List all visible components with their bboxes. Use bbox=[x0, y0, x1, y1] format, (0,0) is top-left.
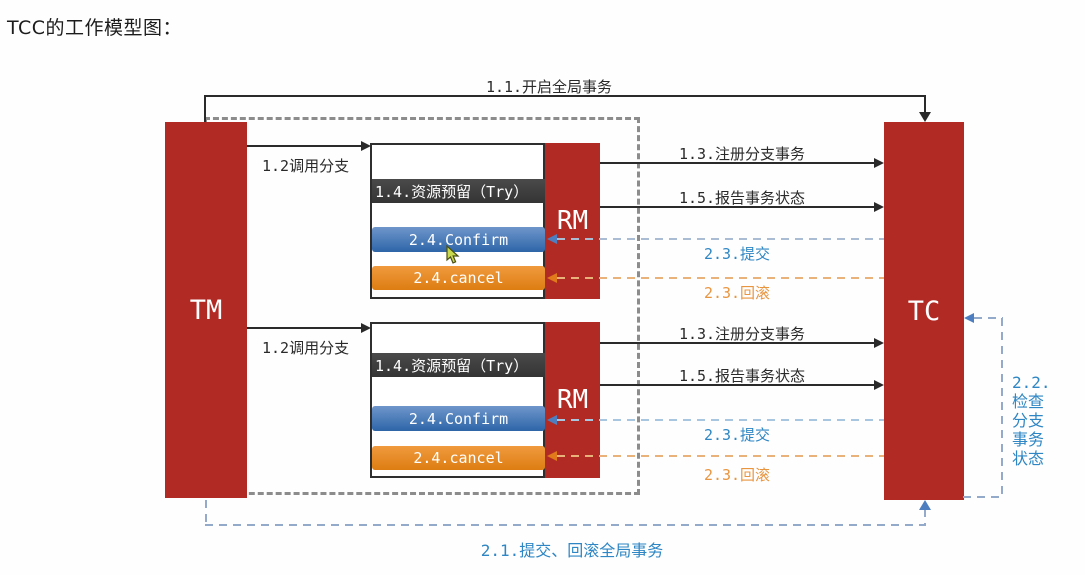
global-commit-line bbox=[205, 524, 926, 526]
call-branch-line-2 bbox=[247, 327, 363, 329]
check-status-line-bottom bbox=[963, 496, 1003, 498]
register-branch-label-1: 1.3.注册分支事务 bbox=[678, 145, 806, 163]
rm-label-1: RM bbox=[556, 206, 589, 236]
call-branch-line-1 bbox=[247, 145, 363, 147]
tm-label: TM bbox=[189, 294, 223, 326]
check-status-line-vertical bbox=[1001, 318, 1003, 498]
rollback-arrowhead-1-icon bbox=[547, 273, 557, 283]
rollback-label-2: 2.3.回滚 bbox=[703, 466, 771, 484]
tc-node: TC bbox=[884, 122, 964, 500]
register-branch-arrowhead-2-icon bbox=[874, 338, 884, 348]
report-status-arrowhead-2-icon bbox=[874, 380, 884, 390]
try-step-bar-2: 1.4.资源预留（Try） bbox=[372, 353, 545, 377]
mouse-cursor-icon bbox=[446, 245, 460, 264]
call-branch-label-1: 1.2调用分支 bbox=[262, 157, 350, 175]
report-status-label-1: 1.5.报告事务状态 bbox=[678, 189, 806, 207]
register-branch-line-2 bbox=[600, 342, 876, 344]
global-commit-label: 2.1.提交、回滚全局事务 bbox=[480, 541, 664, 560]
register-branch-line-1 bbox=[600, 162, 876, 164]
open-global-arrowhead-icon bbox=[919, 112, 931, 122]
check-status-label: 2.2. 检查 分支 事务 状态 bbox=[1012, 373, 1051, 468]
global-commit-line-left bbox=[205, 500, 207, 526]
global-commit-line-right bbox=[924, 509, 926, 525]
cancel-step-bar-2: 2.4.cancel bbox=[372, 446, 545, 470]
branch-group-1: RM 1.4.资源预留（Try） 2.4.Confirm 2.4.cancel bbox=[370, 143, 600, 299]
page-title: TCC的工作模型图： bbox=[7, 17, 183, 39]
commit-arrowhead-2-icon bbox=[547, 415, 557, 425]
cancel-step-bar-1: 2.4.cancel bbox=[372, 266, 545, 290]
check-status-line-top bbox=[974, 317, 1003, 319]
rollback-arrowhead-2-icon bbox=[547, 451, 557, 461]
commit-arrowhead-1-icon bbox=[547, 234, 557, 244]
rollback-label-1: 2.3.回滚 bbox=[703, 284, 771, 302]
commit-dashed-line-1 bbox=[557, 238, 884, 240]
tc-label: TC bbox=[907, 295, 941, 327]
rollback-dashed-line-1 bbox=[557, 277, 884, 279]
report-status-label-2: 1.5.报告事务状态 bbox=[678, 367, 806, 385]
call-branch-label-2: 1.2调用分支 bbox=[262, 339, 350, 357]
report-status-line-2 bbox=[600, 384, 876, 386]
global-commit-arrowhead-icon bbox=[919, 500, 931, 510]
tm-node: TM bbox=[165, 122, 247, 498]
open-global-label: 1.1.开启全局事务 bbox=[485, 78, 613, 96]
commit-label-1: 2.3.提交 bbox=[703, 245, 771, 263]
report-status-line-1 bbox=[600, 206, 876, 208]
register-branch-label-2: 1.3.注册分支事务 bbox=[678, 325, 806, 343]
register-branch-arrowhead-1-icon bbox=[874, 158, 884, 168]
confirm-step-bar-1: 2.4.Confirm bbox=[372, 227, 545, 252]
commit-dashed-line-2 bbox=[557, 419, 884, 421]
open-global-line-right bbox=[924, 95, 926, 114]
commit-label-2: 2.3.提交 bbox=[703, 426, 771, 444]
try-step-bar-1: 1.4.资源预留（Try） bbox=[372, 179, 545, 203]
open-global-line bbox=[204, 95, 926, 97]
open-global-line-left bbox=[204, 95, 206, 123]
check-status-arrowhead-icon bbox=[964, 313, 974, 323]
confirm-step-bar-2: 2.4.Confirm bbox=[372, 406, 545, 431]
call-branch-arrowhead-2-icon bbox=[361, 323, 371, 333]
rollback-dashed-line-2 bbox=[557, 455, 884, 457]
call-branch-arrowhead-1-icon bbox=[361, 141, 371, 151]
rm-label-2: RM bbox=[556, 385, 589, 415]
report-status-arrowhead-1-icon bbox=[874, 202, 884, 212]
